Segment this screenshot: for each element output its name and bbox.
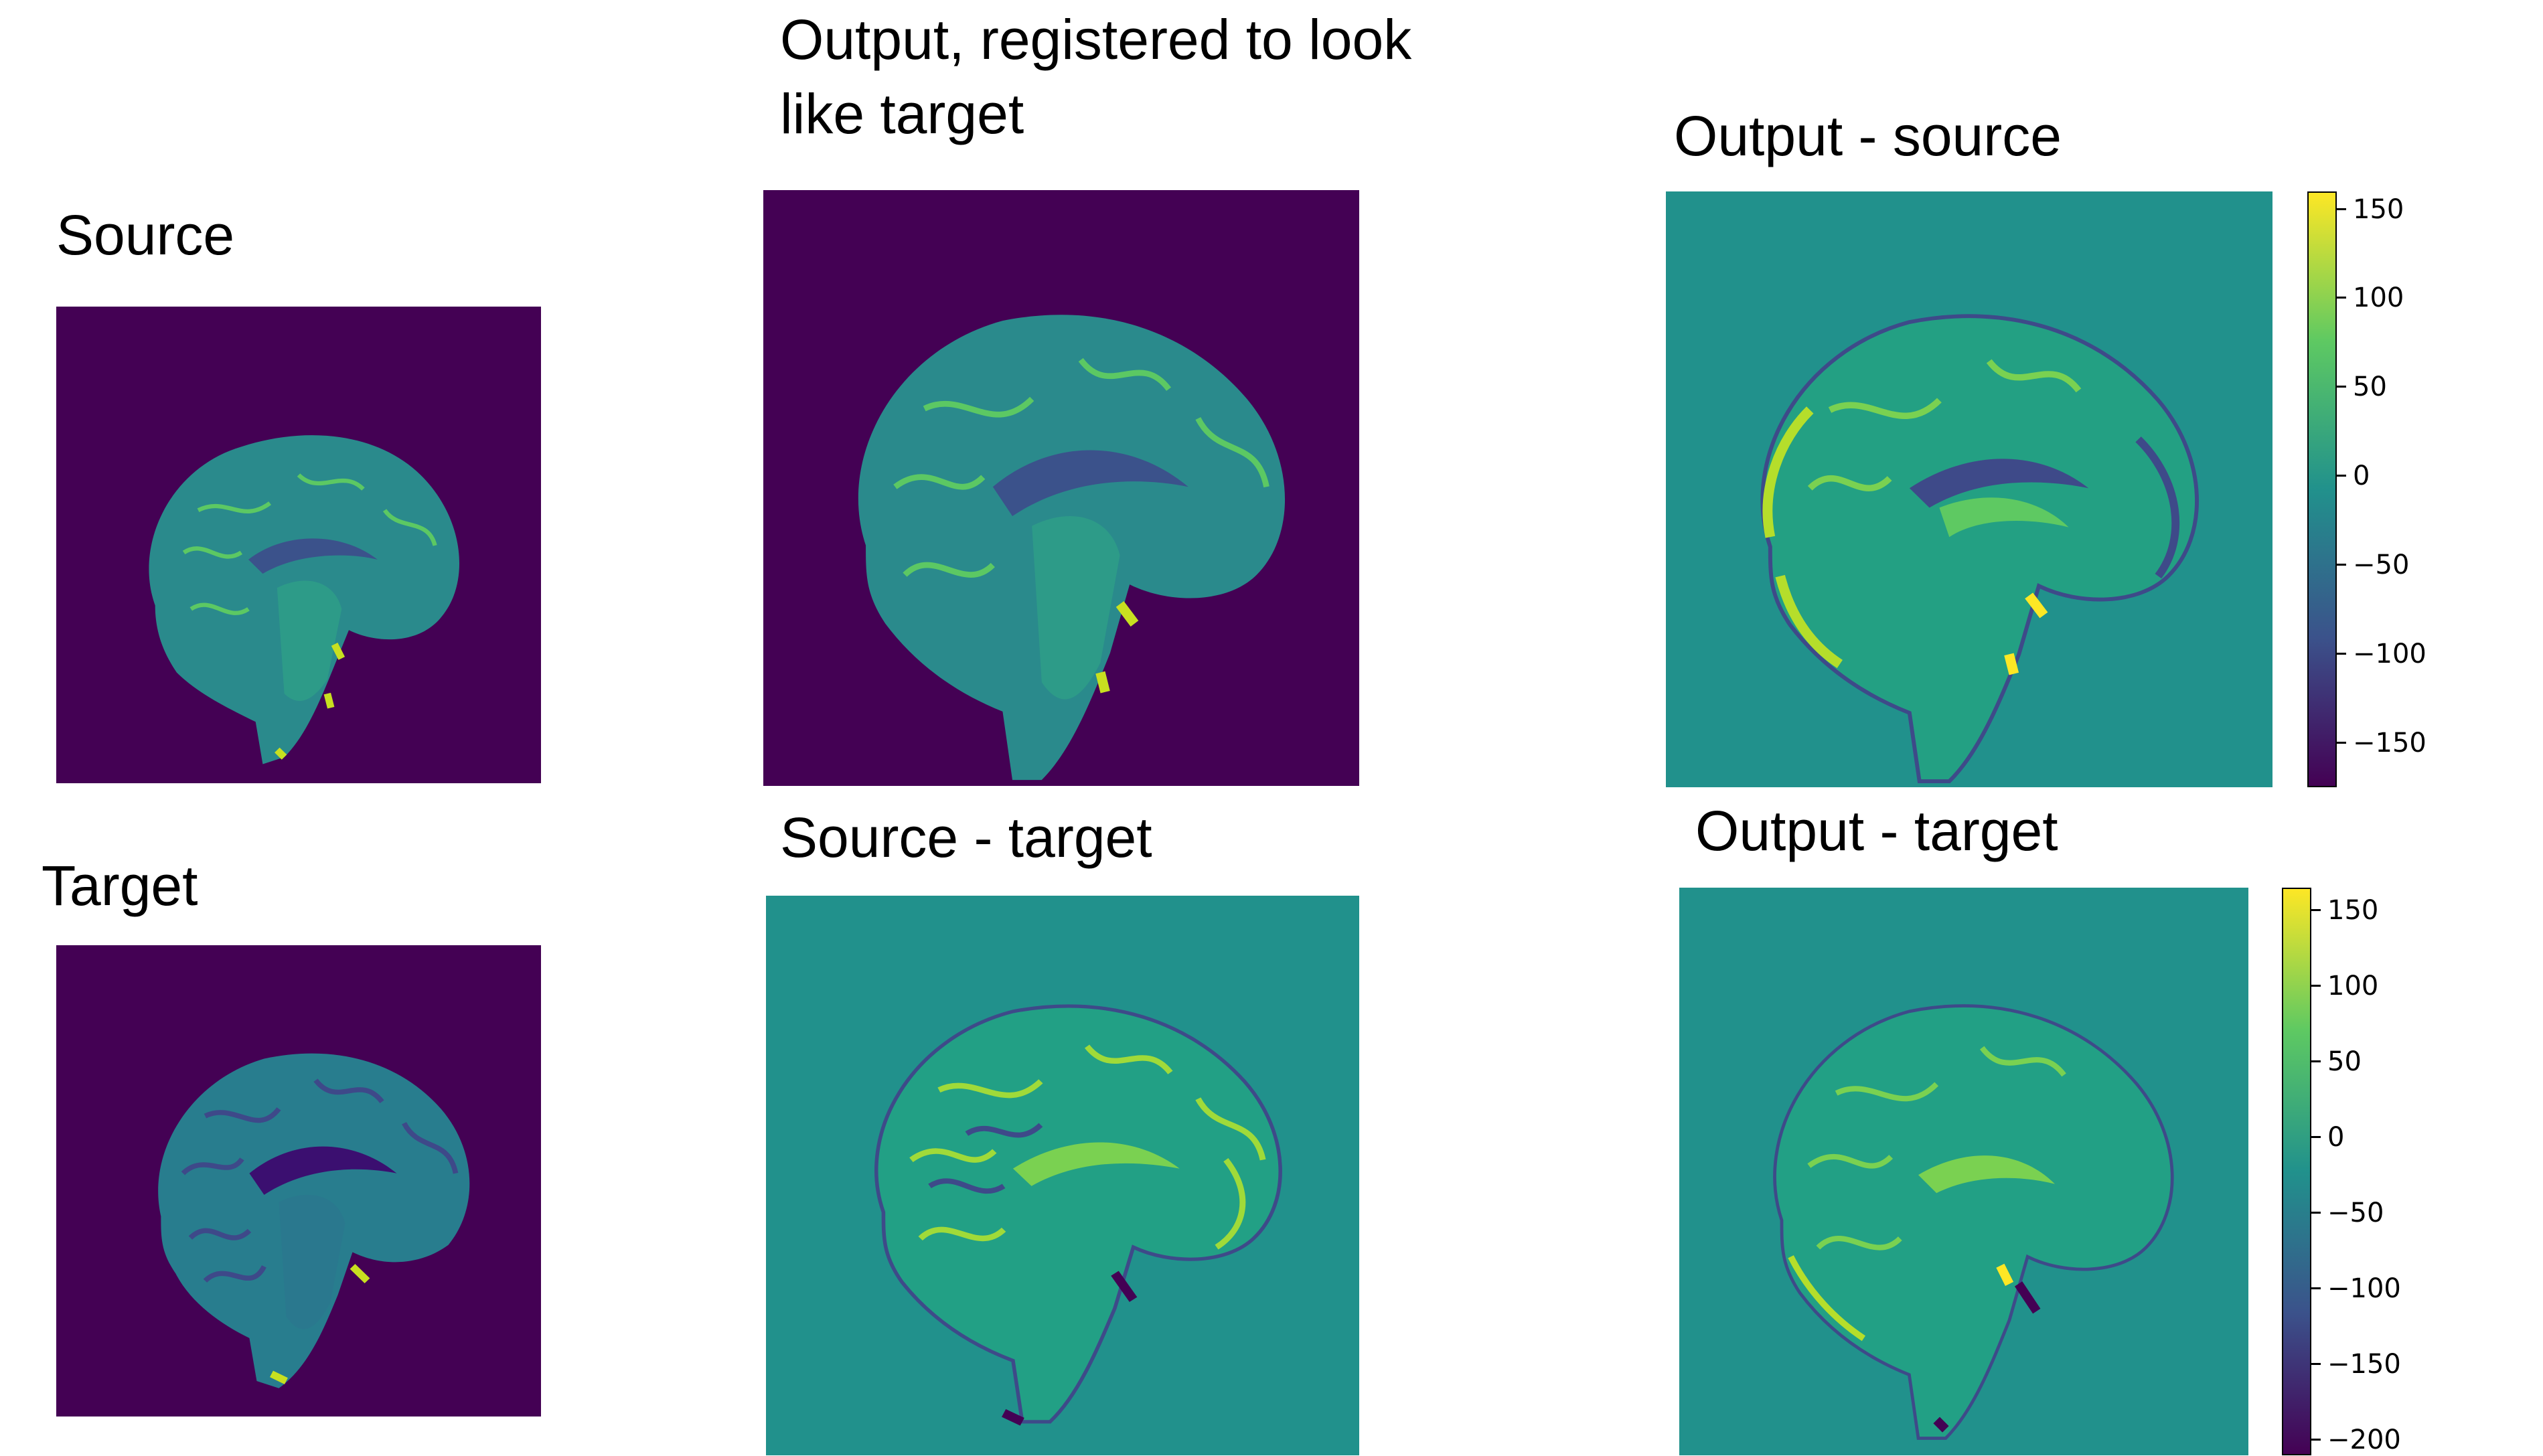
colorbar-tick-mark bbox=[2311, 1136, 2321, 1139]
target-label: Target bbox=[42, 854, 198, 917]
colorbar-tick-label: 0 bbox=[2327, 1122, 2345, 1153]
output-label: Output, registered to look like target bbox=[780, 8, 1412, 145]
colorbar-tick-label: 100 bbox=[2327, 970, 2379, 1001]
source-image bbox=[56, 307, 541, 783]
colorbar-tick-mark bbox=[2337, 563, 2346, 566]
colorbar-tick-mark bbox=[2311, 1363, 2321, 1366]
output-minus-source-image bbox=[1666, 191, 2272, 787]
colorbar-tick-mark bbox=[2337, 741, 2346, 744]
colorbar-tick-label: −50 bbox=[2327, 1198, 2384, 1229]
colorbar-tick-label: 100 bbox=[2353, 282, 2404, 314]
colorbar-tick-label: 0 bbox=[2353, 461, 2370, 492]
colorbar-tick-label: −150 bbox=[2327, 1349, 2401, 1380]
output-minus-target-image bbox=[1679, 888, 2248, 1455]
colorbar-tick-mark bbox=[2311, 984, 2321, 987]
colorbar-tick-mark bbox=[2311, 1212, 2321, 1214]
colorbar-gradient bbox=[2307, 191, 2337, 787]
output-image bbox=[763, 190, 1359, 786]
colorbar-tick-label: 50 bbox=[2353, 372, 2387, 403]
colorbar-tick-mark bbox=[2311, 1287, 2321, 1290]
colorbar-tick-mark bbox=[2337, 475, 2346, 477]
colorbar-tick-mark bbox=[2337, 386, 2346, 388]
colorbar-output-minus-target: 150 100 50 0 −50 −100 −150 −200 bbox=[2282, 888, 2416, 1455]
colorbar-tick-label: −200 bbox=[2327, 1425, 2401, 1456]
colorbar-output-minus-source: 150 100 50 0 −50 −100 −150 bbox=[2307, 191, 2441, 787]
colorbar-gradient bbox=[2282, 888, 2311, 1455]
colorbar-tick-label: 150 bbox=[2353, 193, 2404, 225]
output-minus-source-label: Output - source bbox=[1674, 104, 2062, 167]
colorbar-tick-label: −100 bbox=[2353, 638, 2426, 669]
source-label: Source bbox=[56, 204, 235, 266]
source-minus-target-image bbox=[766, 896, 1359, 1455]
colorbar-tick-label: −100 bbox=[2327, 1273, 2401, 1305]
colorbar-tick-mark bbox=[2337, 297, 2346, 299]
target-image bbox=[56, 945, 541, 1417]
colorbar-tick-label: −150 bbox=[2353, 727, 2426, 758]
colorbar-tick-label: −50 bbox=[2353, 549, 2410, 580]
colorbar-tick-mark bbox=[2337, 208, 2346, 210]
colorbar-tick-label: 50 bbox=[2327, 1046, 2362, 1078]
output-minus-target-label: Output - target bbox=[1695, 799, 2058, 862]
colorbar-tick-mark bbox=[2337, 652, 2346, 655]
source-minus-target-label: Source - target bbox=[780, 806, 1152, 869]
colorbar-tick-mark bbox=[2311, 908, 2321, 911]
colorbar-tick-label: 150 bbox=[2327, 894, 2379, 926]
colorbar-tick-mark bbox=[2311, 1060, 2321, 1063]
